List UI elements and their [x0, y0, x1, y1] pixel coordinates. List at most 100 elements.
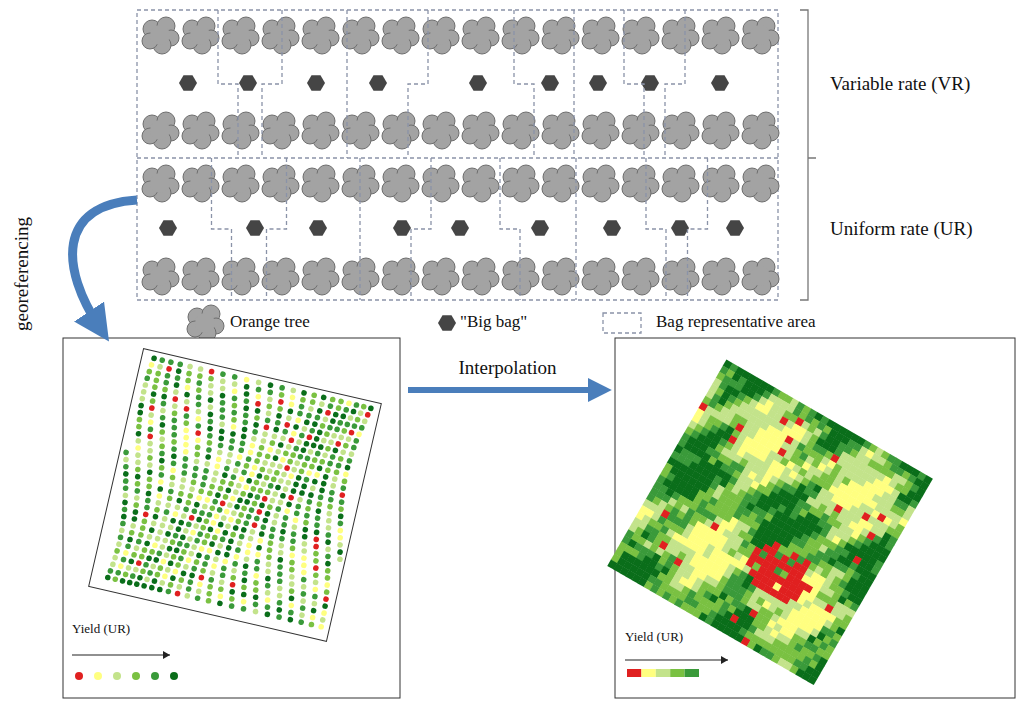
- yield-point: [172, 568, 179, 575]
- yield-point: [254, 458, 261, 465]
- yield-point: [159, 544, 166, 551]
- yield-point: [290, 488, 297, 495]
- yield-point: [270, 476, 277, 483]
- yield-point: [117, 534, 124, 541]
- orange-tree: [662, 165, 699, 202]
- yield-point: [139, 525, 146, 532]
- yield-point: [164, 372, 171, 379]
- yield-point: [197, 581, 204, 588]
- yield-point: [287, 408, 294, 415]
- yield-point: [228, 445, 235, 452]
- yield-point: [242, 563, 249, 570]
- yield-point: [337, 456, 344, 463]
- yield-point: [346, 458, 353, 465]
- yield-point: [217, 586, 224, 593]
- yield-point: [254, 558, 261, 565]
- orange-tree: [742, 258, 779, 295]
- yield-point: [207, 418, 214, 425]
- yield-point: [319, 423, 326, 430]
- yield-point: [119, 578, 126, 585]
- yield-point: [253, 515, 260, 522]
- yield-point: [309, 614, 316, 621]
- yield-point: [154, 506, 161, 513]
- yield-point: [297, 453, 304, 460]
- yield-point: [256, 473, 263, 480]
- yield-point: [135, 538, 142, 545]
- yield-point: [217, 521, 224, 528]
- yield-point: [128, 558, 135, 565]
- bag-area-border: [500, 158, 520, 300]
- yield-point: [281, 521, 288, 528]
- yield-point: [110, 561, 117, 568]
- yield-point: [194, 595, 201, 602]
- yield-point: [245, 456, 252, 463]
- yield-point: [201, 539, 208, 546]
- yield-point: [276, 413, 283, 420]
- yield-point: [340, 449, 347, 456]
- yield-point: [172, 389, 179, 396]
- yield-point: [227, 451, 234, 458]
- yield-point: [241, 577, 248, 584]
- yield-point: [301, 390, 308, 397]
- yield-point: [289, 545, 296, 552]
- yield-point: [277, 463, 284, 470]
- yield-point: [195, 401, 202, 408]
- yield-point: [197, 373, 204, 380]
- yield-point: [325, 445, 332, 452]
- yield-point: [145, 490, 152, 497]
- yield-point: [147, 570, 154, 577]
- yield-point: [272, 455, 279, 462]
- yield-point: [195, 437, 202, 444]
- orange-tree: [142, 258, 179, 295]
- yield-point: [178, 519, 185, 526]
- yield-point: [135, 438, 142, 445]
- orange-tree: [582, 165, 619, 202]
- yield-point: [167, 524, 174, 531]
- yield-point: [252, 594, 259, 601]
- yield-point: [146, 469, 153, 476]
- yield-point: [204, 497, 211, 504]
- yield-point: [183, 420, 190, 427]
- yield-point: [316, 429, 323, 436]
- yield-point: [201, 503, 208, 510]
- yield-point: [254, 494, 261, 501]
- yield-point: [176, 497, 183, 504]
- yield-point: [303, 519, 310, 526]
- yield-point: [217, 442, 224, 449]
- yield-point: [282, 428, 289, 435]
- orchard-grid: [137, 10, 779, 300]
- yield-point: [300, 583, 307, 590]
- yield-point: [305, 505, 312, 512]
- bag-area-border: [575, 158, 576, 300]
- yield-raster: [607, 359, 933, 685]
- yield-point: [152, 542, 159, 549]
- yield-point: [290, 538, 297, 545]
- yield-point: [148, 527, 155, 534]
- yield-point: [206, 490, 213, 497]
- yield-point: [153, 377, 160, 384]
- yield-point: [306, 499, 313, 506]
- yield-point: [159, 443, 166, 450]
- yield-point: [230, 431, 237, 438]
- big-bag: [726, 220, 744, 236]
- yield-point: [342, 442, 349, 449]
- yield-point: [225, 487, 232, 494]
- yield-point: [215, 492, 222, 499]
- yield-point: [183, 434, 190, 441]
- yield-point: [168, 481, 175, 488]
- yield-point: [107, 568, 114, 575]
- yield-point: [208, 375, 215, 382]
- yield-point: [200, 567, 207, 574]
- yield-point: [312, 593, 319, 600]
- yield-point: [271, 519, 278, 526]
- yield-point: [255, 393, 262, 400]
- yield-point: [190, 479, 197, 486]
- yield-point: [246, 542, 253, 549]
- yield-point: [311, 600, 318, 607]
- yield-point: [144, 576, 151, 583]
- yield-point: [216, 507, 223, 514]
- yield-point: [132, 509, 139, 516]
- yield-point: [236, 454, 243, 461]
- yield-point: [169, 474, 176, 481]
- yield-point: [255, 400, 262, 407]
